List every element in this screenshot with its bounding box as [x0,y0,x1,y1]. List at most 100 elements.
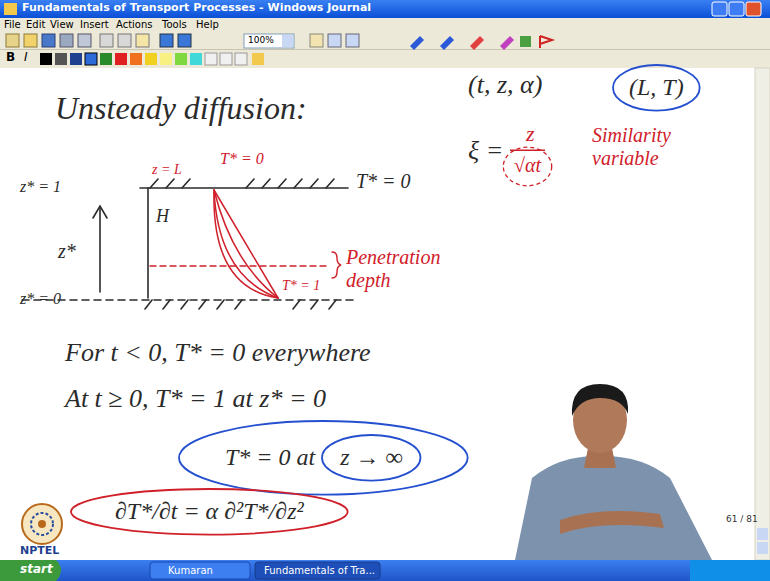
position-label: z* = 0 [20,290,61,308]
toolbar-part [282,35,293,47]
menu-item: Insert [80,19,109,31]
toolbar-part [0,31,770,68]
page-heading: Unsteady diffusion: [55,90,307,127]
top-wall [140,179,348,188]
taskbar-part [690,560,770,581]
dashed-circle [503,147,551,186]
journal-page-part [757,528,768,540]
menu-bar-part [0,18,770,31]
toolbar-part [440,36,454,50]
lecturer-part [560,511,664,534]
boundary-value: T* = 0 [220,150,264,168]
taskbar-part [255,562,380,579]
toolbar-part [244,34,294,48]
height-line [147,188,149,298]
z-axis-arrow [93,206,107,292]
toolbar-part [42,34,55,47]
color-palette-part [205,53,217,65]
node-text: (L, T) [629,74,684,102]
zoom-value: 100% [248,35,274,45]
z-axis-arrow-part [93,206,107,218]
node-text: z → ∞ [340,444,402,472]
color-palette-part [252,53,264,65]
boundary-value: T* = 0 [356,170,411,193]
journal-page-part [755,68,770,560]
circled-dimensions: (L, T) [612,64,701,112]
journal-page [0,68,770,560]
color-palette-part [160,53,172,65]
title-bar-part [0,0,770,18]
toolbar-part [346,34,359,47]
title-bar-part [729,2,744,16]
circled-equation: ∂T*/∂t = α ∂²T*/∂z² [70,488,349,536]
toolbar-part [60,34,73,47]
initial-condition: For t < 0, T* = 0 everywhere [65,338,371,368]
journal-page-part [0,68,755,560]
toolbar-part [328,34,341,47]
menu-bar [0,18,770,31]
title-bar [0,0,770,18]
node-text: ∂T*/∂t = α ∂²T*/∂z² [115,498,304,526]
temperature-profiles-part [214,190,278,298]
menu-item: View [50,19,74,31]
taskbar-part [0,560,770,581]
color-palette-part [220,53,232,65]
toolbar-part [540,36,552,48]
lecturer-part [572,384,628,416]
start-button: start [20,563,53,577]
toolbar-part [410,36,424,50]
lecturer [515,384,712,560]
color-palette-part [40,53,52,65]
temperature-profiles-part [214,192,278,298]
toolbar-part [24,34,37,47]
penetration-note: Penetration depth [346,246,466,292]
nptel-logo [22,504,62,544]
ellipse-stroke [71,489,348,535]
title-bar-part [712,2,727,16]
z-axis-arrow-part [99,208,101,292]
brace [332,252,341,278]
position-label: z = L [152,162,182,178]
page-counter: 61 / 81 [726,514,758,524]
toolbar-part [0,49,770,50]
color-palette-part [175,53,187,65]
circled-boundary-condition: T* = 0 at z → ∞ [178,420,469,496]
penetration-depth-line [150,265,328,266]
window-title: Fundamentals of Transport Processes - Wi… [22,2,371,15]
title-bar-part [4,3,17,15]
bottom-wall [22,300,355,309]
color-palette-part [130,53,142,65]
ellipse-stroke [179,421,468,495]
color-palette-part [70,53,82,65]
menu-item: Help [196,19,219,31]
fraction-denominator: √αt [514,154,541,177]
fraction-numerator: z [526,121,535,146]
nptel-logo-part [22,504,62,544]
position-label: z* = 1 [20,178,61,196]
nptel-logo-part [31,513,53,535]
toolbar-part [118,34,131,47]
boundary-condition: At t ≥ 0, T* = 1 at z* = 0 [65,384,326,414]
menu-item: Tools [162,19,187,31]
circled-limit: z → ∞ [321,434,421,482]
toolbar-part [470,36,484,50]
taskbar-item: Kumaran [168,565,213,577]
node-text: T* = 0 at [225,444,315,472]
toolbar-part [136,34,149,47]
color-palette-part [100,53,112,65]
title-bar-part [746,2,761,16]
menu-item: Edit [26,19,45,31]
boundary-value: T* = 1 [282,278,320,294]
toolbar-part [520,36,531,47]
lecturer-part [515,456,712,560]
color-palette-part [115,53,127,65]
color-palette-part [145,53,157,65]
toolbar-part [160,34,173,47]
taskbar [0,560,770,581]
toolbar-part [100,34,113,47]
temperature-profiles-part [214,190,278,298]
variable-list: (t, z, α) [468,70,542,100]
temperature-profiles-part [214,190,278,298]
toolbar-part [500,36,514,50]
